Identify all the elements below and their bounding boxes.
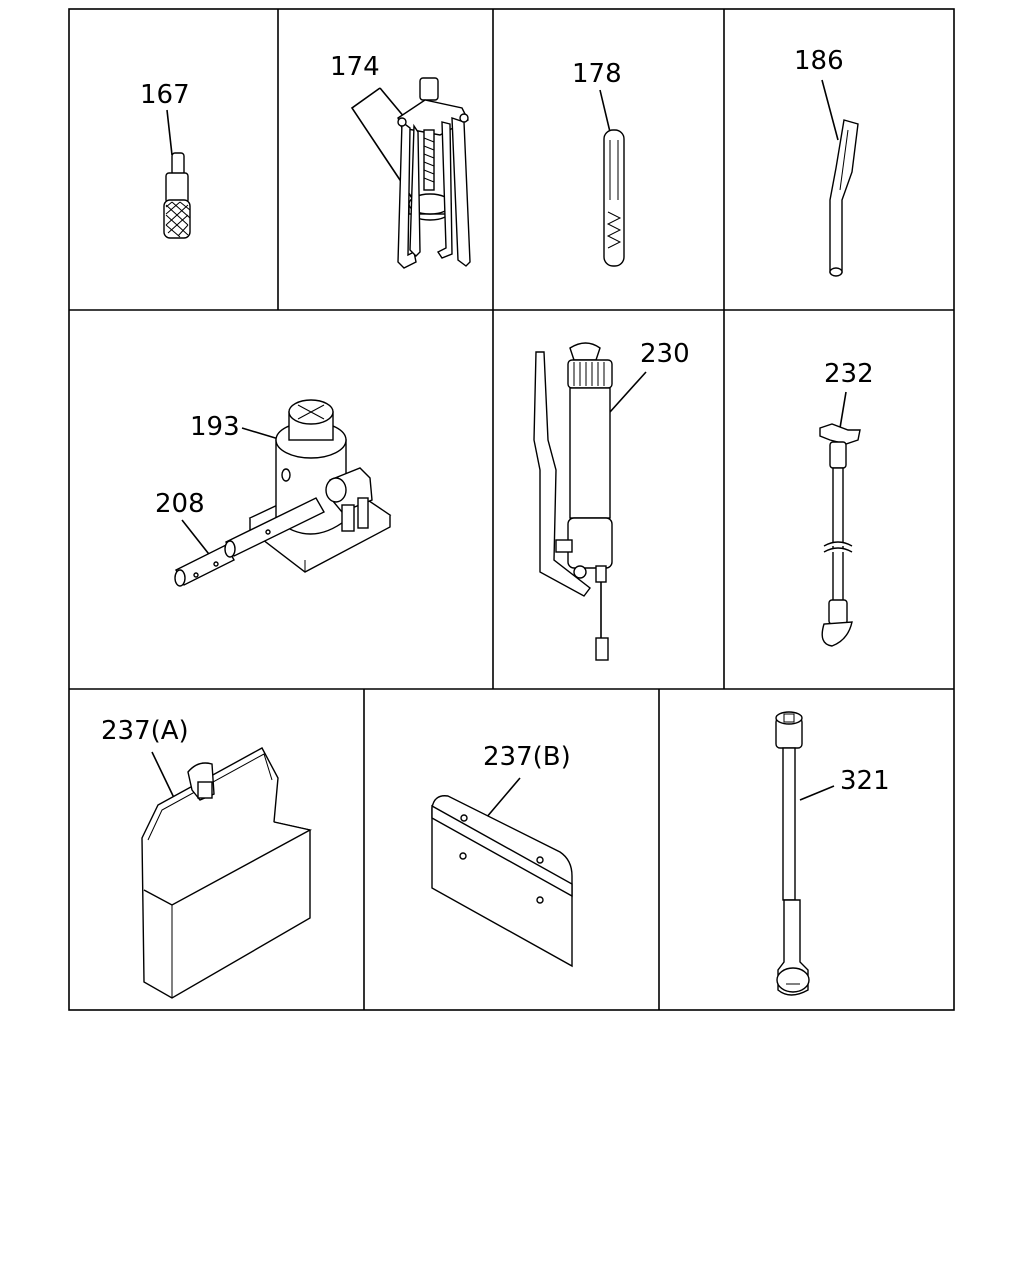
part-178[interactable]: 178 [572, 59, 625, 267]
part-208[interactable]: 208 [155, 489, 325, 587]
leader-line-237a [151, 751, 177, 803]
part-174[interactable]: 174 [330, 52, 471, 269]
jack-drawing [248, 399, 392, 573]
part-237a[interactable]: 237(A) [101, 716, 312, 999]
part-label-230: 230 [640, 339, 690, 369]
part-label-178: 178 [572, 59, 622, 89]
part-321[interactable]: 321 [775, 711, 890, 996]
part-label-232: 232 [824, 359, 874, 389]
leader-line-321 [799, 785, 835, 801]
part-label-186: 186 [794, 46, 844, 76]
leader-line-230 [609, 371, 647, 413]
leader-line-186 [821, 79, 839, 141]
tool-186-drawing [829, 119, 859, 277]
tool-174-drawing [397, 77, 471, 269]
part-167[interactable]: 167 [140, 80, 191, 239]
leader-line-193 [241, 427, 283, 441]
hose-drawing [819, 423, 861, 647]
part-label-321: 321 [840, 766, 890, 796]
leader-line-167 [166, 109, 173, 156]
part-label-193: 193 [190, 412, 240, 442]
tool-167-drawing [163, 152, 191, 239]
part-232[interactable]: 232 [819, 359, 874, 647]
part-label-237b: 237(B) [483, 742, 571, 772]
leader-line-237b [485, 777, 521, 819]
leader-line-208 [181, 519, 213, 559]
cover-plate-drawing [431, 795, 573, 968]
tool-bag-drawing [141, 747, 312, 999]
socket-wrench-drawing [775, 711, 810, 996]
tool-178-drawing [603, 129, 625, 267]
part-193[interactable]: 193 [190, 399, 392, 573]
part-label-208: 208 [155, 489, 205, 519]
grease-gun-drawing [533, 342, 613, 661]
part-186[interactable]: 186 [794, 46, 859, 277]
leader-line-178 [599, 89, 611, 133]
leader-line-232 [839, 391, 847, 429]
part-label-167: 167 [140, 80, 190, 110]
diagram-grid [68, 8, 955, 1011]
jack-handle-drawing [174, 497, 325, 587]
leader-line-174 [350, 87, 413, 199]
part-label-174: 174 [330, 52, 380, 82]
part-label-237a: 237(A) [101, 716, 189, 746]
part-237b[interactable]: 237(B) [431, 742, 573, 968]
part-230[interactable]: 230 [533, 339, 690, 661]
